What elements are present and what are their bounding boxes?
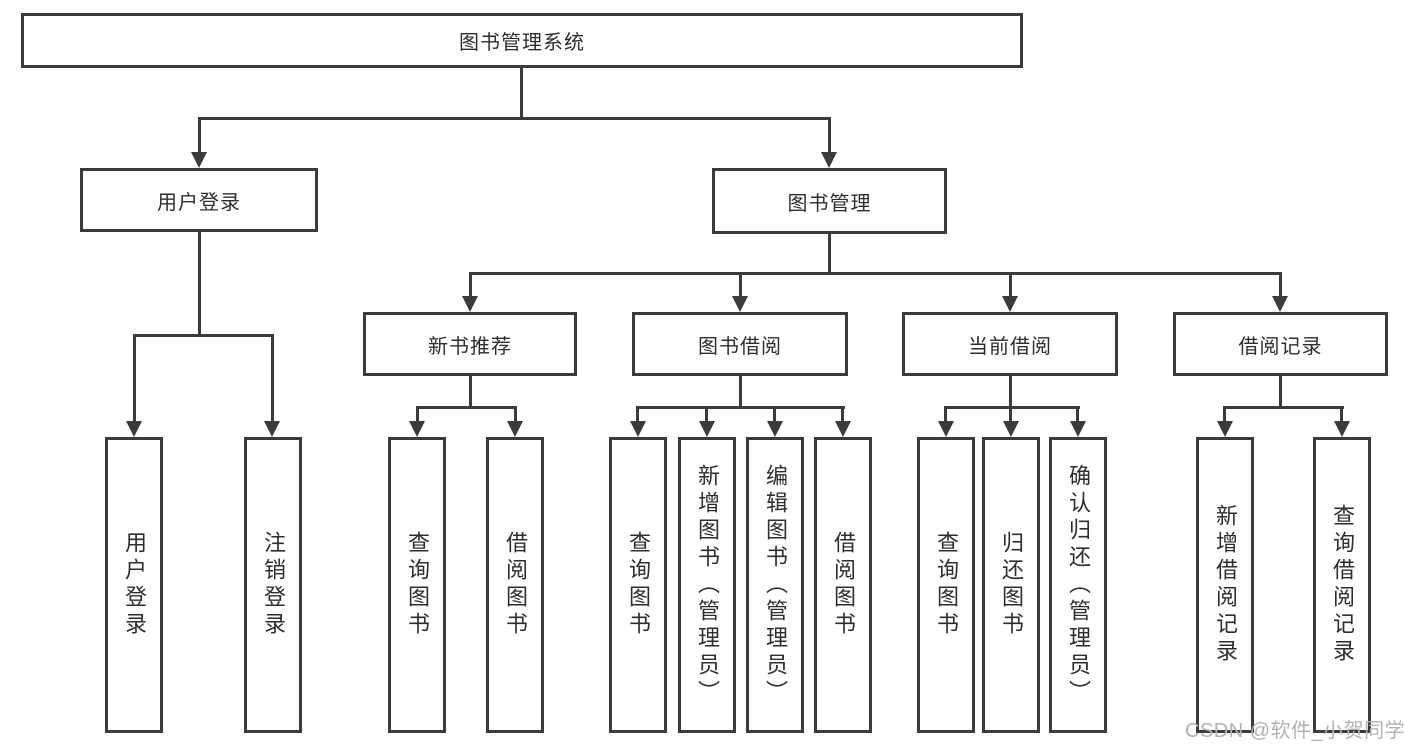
node-label: 图书借阅: [698, 335, 782, 358]
arrow-down-icon: [1272, 296, 1288, 312]
node-label: 图书管理: [787, 192, 872, 215]
connector-mgmt-stem: [828, 234, 831, 275]
leaf-borrow-query-books: 查询图书: [609, 437, 667, 733]
connector-newbook-hbar: [416, 406, 517, 409]
connector-borrow-drop-3: [773, 406, 776, 423]
arrow-down-icon: [821, 152, 837, 168]
node-library-system: 图书管理系统: [21, 13, 1023, 68]
arrow-down-icon: [1217, 421, 1233, 437]
arrow-down-icon: [507, 421, 523, 437]
leaf-current-confirm-return-admin: 确认归还（管理员）: [1049, 437, 1107, 733]
node-new-book-recommend: 新书推荐: [363, 312, 577, 376]
node-label: 用户登录: [157, 191, 241, 214]
arrow-down-icon: [630, 421, 646, 437]
arrow-down-icon: [264, 421, 280, 437]
leaf-borrow-edit-books-admin: 编辑图书（管理员）: [746, 437, 804, 733]
leaf-label: 编辑图书（管理员）: [763, 463, 788, 707]
connector-mgmt-drop-2: [739, 272, 742, 298]
arrow-down-icon: [1334, 421, 1350, 437]
connector-borrow-drop-4: [841, 406, 844, 423]
arrow-down-icon: [191, 152, 207, 168]
connector-current-drop-1: [944, 406, 947, 423]
node-user-login: 用户登录: [80, 168, 318, 232]
leaf-current-return-books: 归还图书: [982, 437, 1040, 733]
connector-newbook-drop-2: [514, 406, 517, 423]
leaf-records-query-record: 查询借阅记录: [1313, 437, 1371, 733]
leaf-newbook-query-books: 查询图书: [388, 437, 446, 733]
connector-borrow-stem: [739, 376, 742, 409]
connector-borrow-drop-1: [636, 406, 639, 423]
leaf-label: 借阅图书: [831, 531, 856, 639]
arrow-down-icon: [732, 296, 748, 312]
arrow-down-icon: [409, 421, 425, 437]
connector-login-drop-2: [271, 334, 274, 422]
leaf-current-query-books: 查询图书: [917, 437, 975, 733]
node-current-borrow: 当前借阅: [902, 312, 1118, 376]
leaf-label: 注销登录: [261, 531, 286, 639]
connector-current-drop-3: [1076, 406, 1079, 423]
node-book-management: 图书管理: [712, 168, 947, 234]
connector-mgmt-hbar: [469, 272, 1282, 275]
leaf-logout: 注销登录: [244, 437, 302, 733]
connector-current-drop-2: [1009, 406, 1012, 423]
leaf-label: 确认归还（管理员）: [1066, 463, 1091, 707]
connector-login-stem: [198, 232, 201, 337]
node-book-borrow: 图书借阅: [632, 312, 848, 376]
connector-root-stem: [520, 68, 523, 117]
leaf-label: 查询借阅记录: [1330, 504, 1355, 666]
connector-records-drop-2: [1340, 406, 1343, 423]
csdn-watermark: CSDN @软件_小贺同学: [1185, 720, 1405, 742]
connector-borrow-drop-2: [705, 406, 708, 423]
connector-newbook-drop-1: [416, 406, 419, 423]
leaf-label: 新增图书（管理员）: [695, 463, 720, 707]
connector-mgmt-drop-4: [1279, 272, 1282, 298]
leaf-label: 查询图书: [405, 531, 430, 639]
connector-newbook-stem: [469, 376, 472, 409]
connector-records-drop-1: [1223, 406, 1226, 423]
connector-root-drop-right: [828, 117, 831, 153]
connector-records-stem: [1279, 376, 1282, 409]
arrow-down-icon: [1003, 421, 1019, 437]
leaf-records-add-record: 新增借阅记录: [1196, 437, 1254, 733]
leaf-label: 新增借阅记录: [1213, 504, 1238, 666]
arrow-down-icon: [835, 421, 851, 437]
leaf-newbook-borrow-books: 借阅图书: [486, 437, 544, 733]
arrow-down-icon: [767, 421, 783, 437]
leaf-label: 归还图书: [999, 531, 1024, 639]
node-label: 新书推荐: [428, 335, 512, 358]
connector-borrow-hbar: [636, 406, 845, 409]
connector-records-hbar: [1223, 406, 1344, 409]
connector-mgmt-drop-1: [469, 272, 472, 298]
leaf-label: 查询图书: [626, 531, 651, 639]
leaf-user-login: 用户登录: [105, 437, 163, 733]
arrow-down-icon: [126, 421, 142, 437]
connector-current-hbar: [944, 406, 1080, 409]
arrow-down-icon: [699, 421, 715, 437]
leaf-label: 用户登录: [122, 531, 147, 639]
connector-mgmt-drop-3: [1009, 272, 1012, 298]
leaf-label: 借阅图书: [503, 531, 528, 639]
node-label: 图书管理系统: [459, 32, 585, 54]
connector-current-stem: [1009, 376, 1012, 409]
leaf-borrow-borrow-books: 借阅图书: [814, 437, 872, 733]
arrow-down-icon: [1002, 296, 1018, 312]
connector-login-hbar: [133, 334, 274, 337]
connector-root-drop-left: [198, 117, 201, 153]
arrow-down-icon: [462, 296, 478, 312]
arrow-down-icon: [938, 421, 954, 437]
node-borrow-records: 借阅记录: [1173, 312, 1388, 376]
node-label: 当前借阅: [968, 335, 1052, 358]
arrow-down-icon: [1070, 421, 1086, 437]
node-label: 借阅记录: [1238, 335, 1323, 358]
leaf-label: 查询图书: [934, 531, 959, 639]
connector-login-drop-1: [133, 334, 136, 422]
connector-root-hbar: [198, 117, 831, 120]
leaf-borrow-add-books-admin: 新增图书（管理员）: [678, 437, 736, 733]
